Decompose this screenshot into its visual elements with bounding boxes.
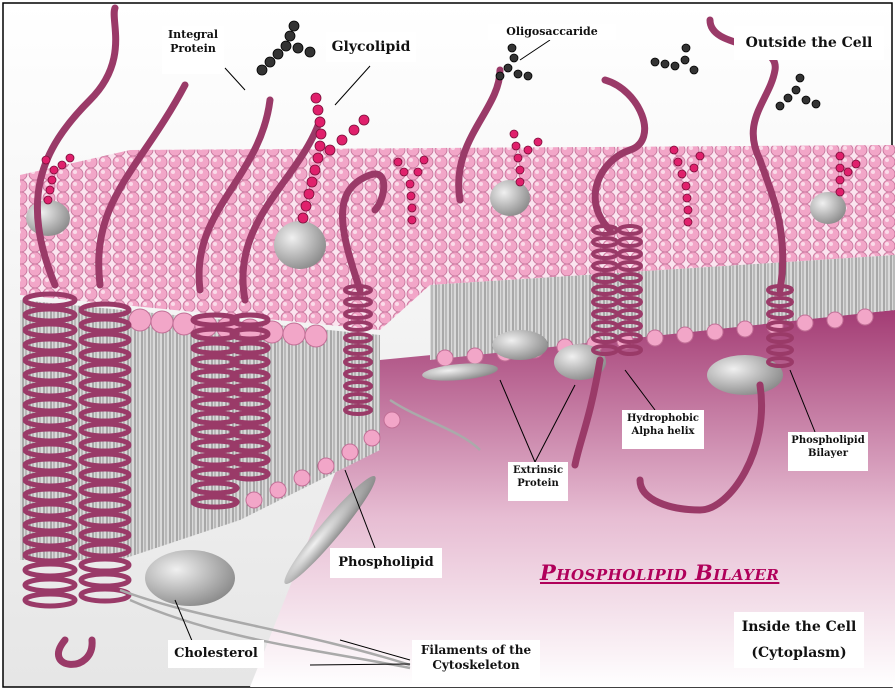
label-glycolipid-text: Glycolipid xyxy=(326,32,416,62)
label-bilayer-line2: Bilayer xyxy=(788,448,868,461)
label-integral-protein-line1: Integral xyxy=(162,28,224,42)
label-glycolipid: Glycolipid xyxy=(326,32,416,62)
surface-protein-3 xyxy=(490,180,530,216)
label-filaments-line1: Filaments of the xyxy=(412,643,540,658)
label-inside-cell: Inside the Cell (Cytoplasm) xyxy=(734,612,864,668)
surface-protein-2 xyxy=(26,200,70,236)
label-extrinsic-line1: Extrinsic xyxy=(508,465,568,478)
label-oligosaccharide: Oligosaccaride xyxy=(488,24,616,40)
label-phospholipid: Phospholipid xyxy=(330,548,442,578)
label-hydrophobic-alpha-helix: Hydrophobic Alpha helix xyxy=(622,410,704,449)
label-phospholipid-bilayer: Phospholipid Bilayer xyxy=(788,432,868,471)
label-outside-cell: Outside the Cell xyxy=(734,26,884,60)
label-cholesterol-text: Cholesterol xyxy=(168,640,264,668)
label-hydrophobic-line2: Alpha helix xyxy=(622,426,704,439)
label-extrinsic-protein: Extrinsic Protein xyxy=(508,462,568,501)
label-integral-protein: Integral Protein xyxy=(162,26,224,74)
label-filaments-line2: Cytoskeleton xyxy=(412,658,540,673)
extrinsic-blob-1 xyxy=(492,330,548,360)
surface-protein-1 xyxy=(274,221,326,269)
label-filaments: Filaments of the Cytoskeleton xyxy=(412,640,540,683)
label-oligosaccharide-text: Oligosaccaride xyxy=(488,24,616,40)
label-integral-protein-line2: Protein xyxy=(162,42,224,56)
label-extrinsic-line2: Protein xyxy=(508,478,568,491)
surface-protein-4 xyxy=(810,192,846,224)
cholesterol-blob xyxy=(145,550,235,606)
label-bilayer-line1: Phospholipid xyxy=(788,435,868,448)
label-cholesterol: Cholesterol xyxy=(168,640,264,668)
label-hydrophobic-line1: Hydrophobic xyxy=(622,413,704,426)
label-phospholipid-text: Phospholipid xyxy=(330,548,442,578)
label-inside-line1: Inside the Cell xyxy=(734,614,864,640)
label-inside-line2: (Cytoplasm) xyxy=(734,640,864,666)
diagram-title: Phospholipid Bilayer xyxy=(540,560,779,585)
label-outside-cell-text: Outside the Cell xyxy=(734,26,884,60)
